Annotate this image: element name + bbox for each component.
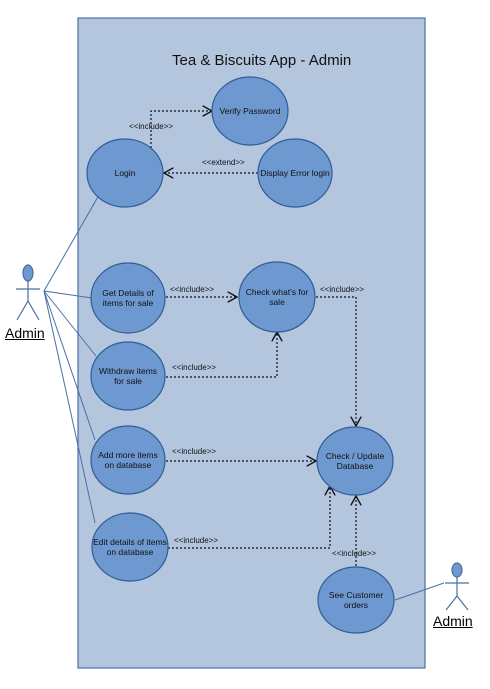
assoc-withdraw xyxy=(43,290,97,357)
assoc-get-details xyxy=(43,290,93,299)
uc-see-customer-orders-label: See Customer orders xyxy=(328,590,384,610)
uc-login-shape[interactable] xyxy=(86,138,164,208)
admin-actor-left[interactable] xyxy=(16,264,40,321)
uc-see-customer-orders-shape[interactable] xyxy=(317,566,395,634)
admin-actor-right-label: Admin xyxy=(433,613,473,629)
associations xyxy=(43,194,445,601)
assoc-customer-orders xyxy=(394,582,445,601)
uc-withdraw-items-label: Withdraw items for sale xyxy=(98,366,158,386)
admin-actor-left-label: Admin xyxy=(5,325,45,341)
rel-add-database-label: <<include>> xyxy=(172,447,217,456)
assoc-add-items xyxy=(43,290,96,441)
system-title: Tea & Biscuits App - Admin xyxy=(172,52,352,69)
dependencies xyxy=(150,111,356,570)
uc-verify-password-shape[interactable] xyxy=(211,76,289,146)
uc-edit-details-label: Edit details of items on database xyxy=(93,537,167,557)
uc-add-items-label: Add more items on database xyxy=(98,450,158,470)
arrow-check-database xyxy=(316,296,356,426)
assoc-login xyxy=(43,194,100,292)
uc-add-items-shape[interactable] xyxy=(90,425,166,495)
uc-check-whats-for-sale-label: Check what's for sale xyxy=(245,287,309,307)
uc-verify-password-label: Verify Password xyxy=(219,106,281,116)
uc-check-update-database-label: Check / Update Database xyxy=(325,451,385,471)
rel-check-database-label: <<include>> xyxy=(320,285,365,294)
arrow-withdraw-check xyxy=(166,332,277,378)
assoc-edit-details xyxy=(43,290,96,524)
uc-edit-details-shape[interactable] xyxy=(91,512,169,582)
uc-display-error-shape[interactable] xyxy=(257,138,333,208)
admin-actor-right[interactable] xyxy=(445,562,469,611)
rel-withdraw-check-label: <<include>> xyxy=(172,363,217,372)
arrow-login-verify xyxy=(150,111,212,148)
uc-display-error-label: Display Error login xyxy=(260,168,330,178)
rel-login-verify-label: <<include>> xyxy=(129,122,174,131)
uc-check-whats-for-sale-shape[interactable] xyxy=(238,261,316,333)
rel-orders-database-label: <<include>> xyxy=(332,549,377,558)
uc-withdraw-items-shape[interactable] xyxy=(90,341,166,411)
rel-get-details-check-label: <<include>> xyxy=(170,285,215,294)
uc-check-update-database-shape[interactable] xyxy=(316,426,394,496)
uc-get-details-shape[interactable] xyxy=(90,262,166,334)
arrow-edit-database xyxy=(168,486,330,549)
rel-edit-database-label: <<include>> xyxy=(174,536,219,545)
uc-get-details-label: Get Details of items for sale xyxy=(102,288,154,308)
rel-error-login-label: <<extend>> xyxy=(202,158,245,167)
uc-login-label: Login xyxy=(114,168,136,178)
